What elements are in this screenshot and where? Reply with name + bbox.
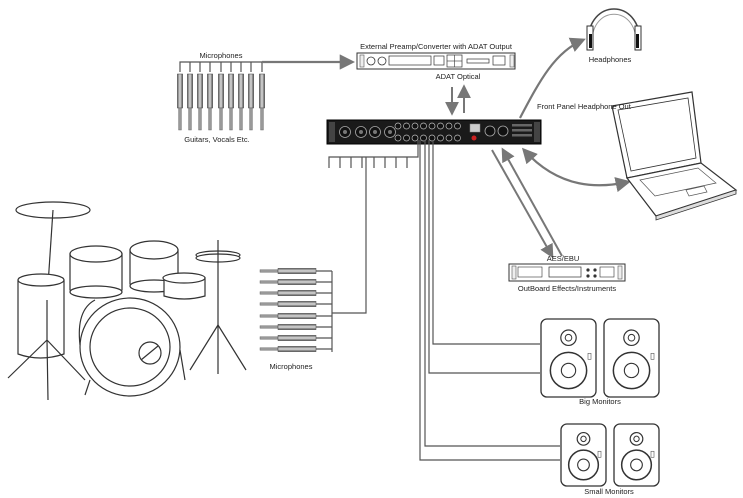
microphone-icon (248, 73, 254, 131)
jack-port-icon (394, 134, 402, 142)
main-audio-interface (326, 119, 542, 145)
drum-microphones (259, 268, 317, 352)
jack-port-icon (420, 134, 427, 142)
jack-port-icon (428, 134, 436, 142)
laptop-connection-arrow (521, 147, 632, 193)
microphone-icon (238, 73, 244, 131)
label-front-panel-headphone-out: Front Panel Headphone Out (537, 102, 632, 111)
microphone-icon (259, 313, 317, 319)
label-microphones-drums: Microphones (270, 362, 313, 371)
guitar-vocal-microphones (177, 61, 265, 131)
speaker-monitor-icon (613, 423, 660, 487)
studio-monitors (540, 318, 660, 487)
jack-port-icon (420, 122, 427, 130)
label-small-monitors: Small Monitors (584, 487, 634, 496)
label-external-preamp: External Preamp/Converter with ADAT Outp… (360, 42, 513, 51)
jack-port-icon (428, 122, 436, 130)
label-microphones-top: Microphones (200, 51, 243, 60)
jack-port-icon (445, 134, 453, 142)
drum-mic-bus (316, 140, 419, 352)
monitor-output-cables (419, 140, 560, 461)
microphone-icon (259, 324, 317, 330)
headphone-out-arrow (519, 37, 586, 119)
label-guitars-vocals: Guitars, Vocals Etc. (184, 135, 249, 144)
microphone-icon (259, 335, 317, 341)
digital-port-icon (497, 125, 509, 137)
microphone-icon (259, 301, 317, 307)
speaker-monitor-icon (603, 318, 660, 398)
jack-port-icon (403, 122, 410, 130)
microphone-icon (259, 268, 317, 274)
jack-port-icon (454, 134, 461, 142)
label-big-monitors: Big Monitors (579, 397, 621, 406)
microphone-icon (259, 290, 317, 296)
microphone-icon (197, 73, 203, 131)
jack-port-icon (411, 122, 419, 130)
microphone-icon (228, 73, 234, 131)
laptop-icon (611, 91, 738, 221)
jack-port-icon (454, 122, 461, 130)
microphone-icon (259, 346, 317, 352)
jack-port-icon (403, 134, 410, 142)
speaker-monitor-icon (540, 318, 597, 398)
label-headphones: Headphones (589, 55, 632, 64)
microphone-icon (177, 73, 183, 131)
microphone-icon (259, 279, 317, 285)
label-aes-ebu: AES/EBU (547, 254, 580, 263)
microphone-icon (187, 73, 193, 131)
aes-ebu-arrow-b (501, 147, 563, 257)
microphone-icon (259, 73, 265, 131)
digital-port-icon (484, 125, 496, 137)
headphones-icon (586, 8, 642, 51)
label-adat-optical: ADAT Optical (436, 72, 481, 81)
outboard-effects-unit (508, 263, 626, 282)
jack-port-icon (437, 134, 444, 142)
jack-port-icon (445, 122, 453, 130)
external-preamp-unit (356, 52, 516, 70)
aes-ebu-arrow-a (491, 149, 554, 259)
jack-port-icon (437, 122, 444, 130)
microphone-icon (218, 73, 224, 131)
speaker-monitor-icon (560, 423, 607, 487)
label-outboard-effects: OutBoard Effects/Instruments (518, 284, 616, 293)
drum-kit-icon (7, 201, 247, 401)
microphone-icon (207, 73, 213, 131)
jack-port-icon (411, 134, 419, 142)
jack-port-icon (394, 122, 402, 130)
